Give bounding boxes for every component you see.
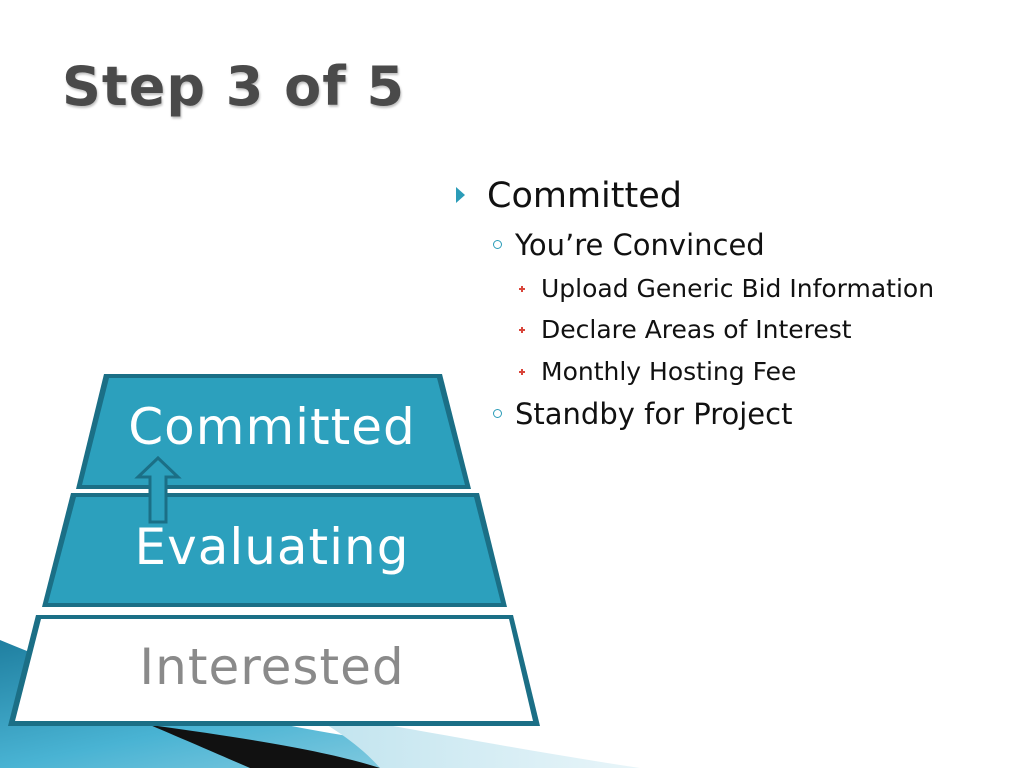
dot-bullet-icon xyxy=(519,369,525,375)
circle-bullet-icon xyxy=(493,240,502,249)
dot-bullet-icon xyxy=(519,286,525,292)
up-arrow-icon xyxy=(134,455,182,524)
triangle-bullet-icon xyxy=(456,187,465,203)
pyramid-label-middle: Evaluating xyxy=(134,518,410,576)
pyramid-label-bottom: Interested xyxy=(139,638,405,696)
circle-bullet-icon xyxy=(493,409,502,418)
pyramid-label-top: Committed xyxy=(128,398,416,456)
page-title: Step 3 of 5 xyxy=(62,55,406,118)
dot-bullet-icon xyxy=(519,327,525,333)
